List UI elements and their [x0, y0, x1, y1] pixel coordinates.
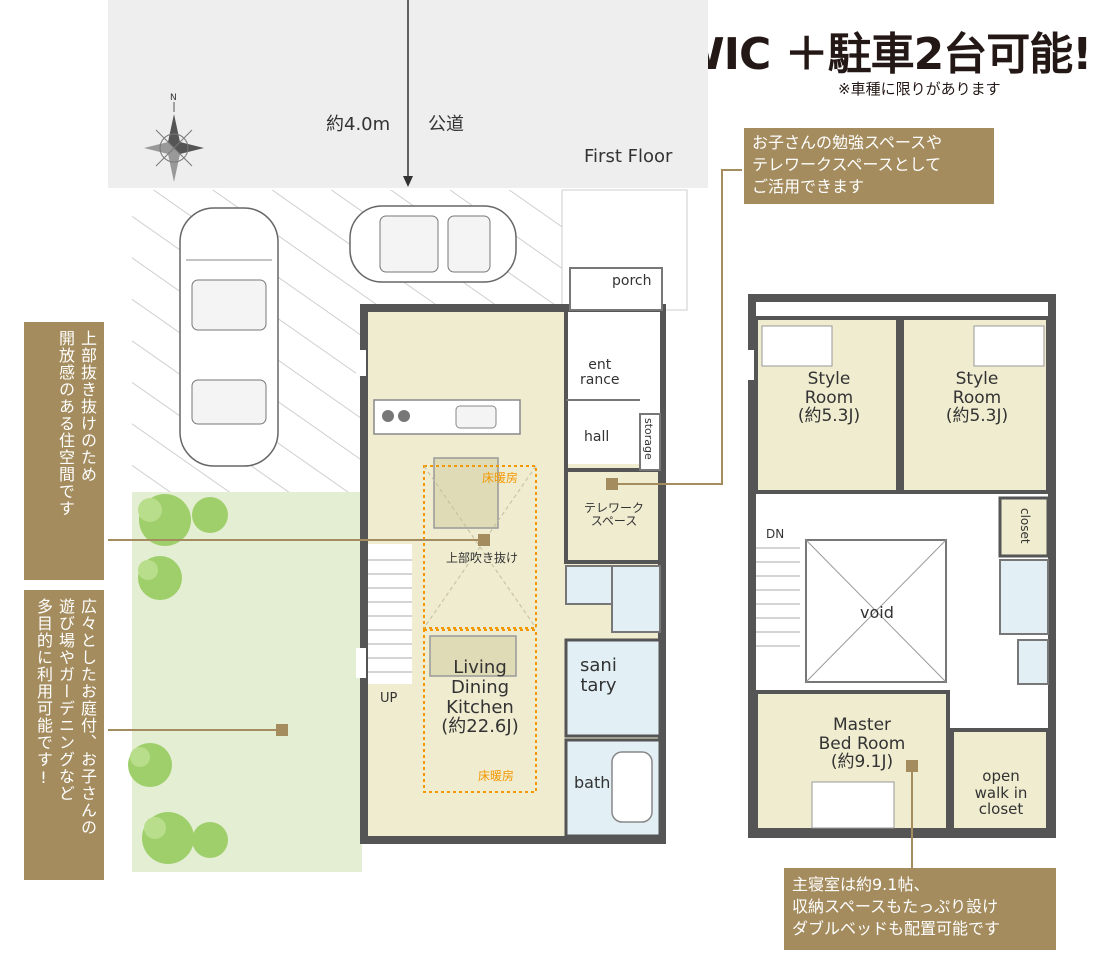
first-floor-label: First Floor — [584, 146, 673, 167]
stair-up-label: UP — [380, 691, 398, 706]
master-marker — [906, 760, 918, 772]
style-room-1-label: Style Room (約5.3J) — [797, 369, 861, 427]
telework-marker — [606, 478, 618, 490]
style-room-2-label: Style Room (約5.3J) — [945, 369, 1009, 427]
walk-in-closet-label: open walk in closet — [974, 767, 1028, 818]
road-label: 公道 — [428, 114, 464, 135]
sanitary-label: sani tary — [580, 655, 617, 696]
garden-callout: 広々としたお庭付、お子さんの 遊び場やガーデニングなど 多目的に利用可能です! — [24, 590, 104, 880]
second-floor-plan — [742, 294, 1056, 838]
tree-icon-2 — [138, 556, 182, 600]
tree-icon-4 — [142, 812, 228, 864]
road-arrow-icon — [403, 176, 413, 187]
callout-leader-lines — [108, 169, 913, 868]
telework-callout: お子さんの勉強スペースや テレワークスペースとして ご活用できます — [744, 128, 994, 204]
hall-label: hall — [584, 429, 610, 445]
void-above-label: 上部吹き抜け — [446, 551, 519, 565]
garden — [132, 492, 362, 872]
stair-down-label: DN — [766, 527, 785, 541]
car-2-icon — [349, 205, 517, 283]
floor-heating-label-1: 床暖房 — [482, 471, 519, 485]
garden-marker — [276, 724, 288, 736]
master-callout: 主寝室は約9.1帖、 収納スペースもたっぷり設け ダブルベッドも配置可能です — [784, 868, 1056, 950]
bath-label: bath — [574, 773, 611, 792]
storage-label: storage — [642, 418, 655, 460]
entrance-label: ent rance — [580, 357, 620, 389]
void-marker — [478, 534, 490, 546]
telework-label: テレワーク スペース — [583, 501, 644, 529]
master-bedroom-label: Master Bed Room (約9.1J) — [818, 715, 906, 773]
closet-label: closet — [1018, 508, 1032, 544]
tree-icon-3 — [128, 743, 172, 787]
tree-icon-1 — [138, 494, 228, 546]
ldk-label: Living Dining Kitchen (約22.6J) — [441, 657, 519, 738]
void-callout: 上部抜き抜けのため 開放感のある住空間です — [24, 322, 104, 580]
floor-heating-label-2: 床暖房 — [478, 769, 515, 783]
first-floor-plan — [356, 267, 666, 844]
page-note: ※車種に限りがあります — [838, 80, 1001, 98]
svg-text:N: N — [170, 93, 177, 103]
porch-label: porch — [612, 273, 652, 289]
car-1-icon — [179, 207, 279, 467]
north-compass-icon: N — [144, 93, 204, 182]
road-width-label: 約4.0m — [326, 114, 391, 135]
void-label: void — [860, 603, 894, 622]
